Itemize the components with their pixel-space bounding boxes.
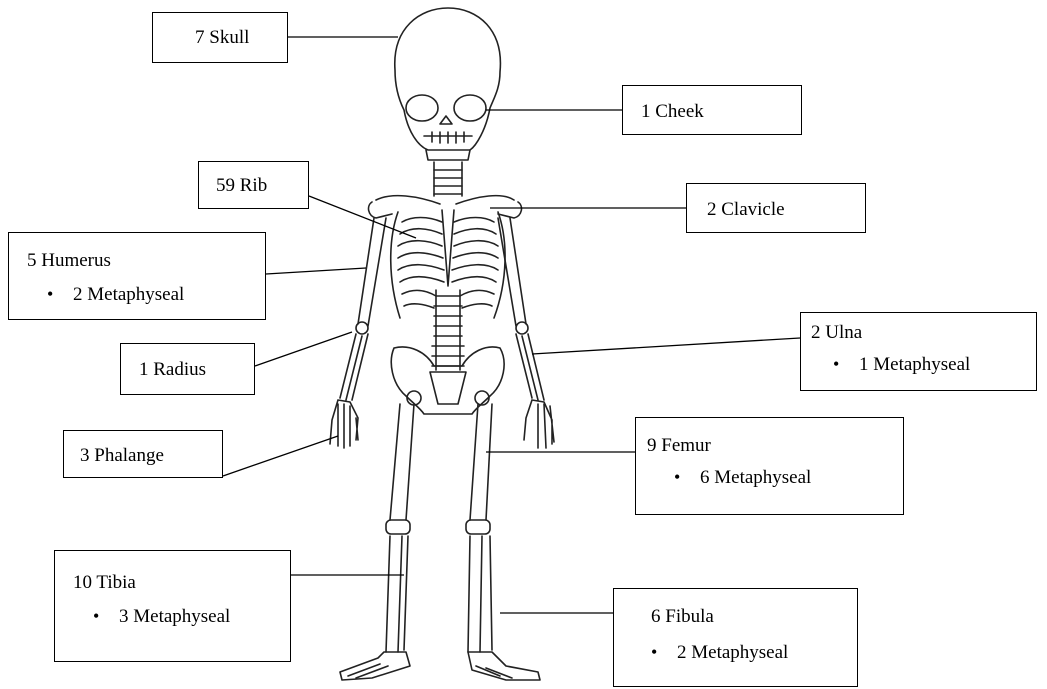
- label-box-femur: 9 Femur 6 Metaphyseal: [635, 417, 904, 515]
- leader-line-radius: [255, 332, 352, 366]
- label-ulna-detail: 1 Metaphyseal: [833, 352, 970, 378]
- pelvis-drawing: [391, 347, 504, 414]
- leader-line-ulna: [532, 338, 800, 354]
- label-phalange-title: 3 Phalange: [80, 443, 164, 469]
- label-radius-title: 1 Radius: [139, 357, 206, 383]
- label-clavicle-title: 2 Clavicle: [707, 197, 785, 223]
- label-fibula-detail: 2 Metaphyseal: [651, 640, 788, 666]
- label-skull-title: 7 Skull: [195, 25, 249, 51]
- label-box-cheek: 1 Cheek: [622, 85, 802, 135]
- leader-line-rib: [309, 196, 416, 238]
- foot-drawing: [340, 652, 540, 680]
- label-femur-detail: 6 Metaphyseal: [674, 465, 811, 491]
- label-cheek-title: 1 Cheek: [641, 99, 704, 125]
- label-rib-title: 59 Rib: [216, 173, 267, 199]
- label-box-skull: 7 Skull: [152, 12, 288, 63]
- spine-drawing: [432, 162, 464, 370]
- label-fibula-title: 6 Fibula: [651, 604, 714, 630]
- label-humerus-title: 5 Humerus: [27, 248, 111, 274]
- hand-drawing: [330, 400, 554, 448]
- leg-bones-drawing: [386, 404, 492, 652]
- skull-drawing: [395, 8, 501, 160]
- label-box-ulna: 2 Ulna 1 Metaphyseal: [800, 312, 1037, 391]
- label-box-phalange: 3 Phalange: [63, 430, 223, 478]
- label-box-radius: 1 Radius: [120, 343, 255, 395]
- leader-line-phalange: [223, 436, 338, 476]
- ribcage-drawing: [391, 210, 505, 318]
- label-femur-title: 9 Femur: [647, 433, 711, 459]
- label-box-rib: 59 Rib: [198, 161, 309, 209]
- label-box-tibia: 10 Tibia 3 Metaphyseal: [54, 550, 291, 662]
- label-box-fibula: 6 Fibula 2 Metaphyseal: [613, 588, 858, 687]
- label-ulna-title: 2 Ulna: [811, 320, 862, 346]
- label-humerus-detail: 2 Metaphyseal: [47, 282, 184, 308]
- label-box-humerus: 5 Humerus 2 Metaphyseal: [8, 232, 266, 320]
- leader-line-humerus: [266, 268, 366, 274]
- label-box-clavicle: 2 Clavicle: [686, 183, 866, 233]
- label-tibia-detail: 3 Metaphyseal: [93, 604, 230, 630]
- label-tibia-title: 10 Tibia: [73, 570, 136, 596]
